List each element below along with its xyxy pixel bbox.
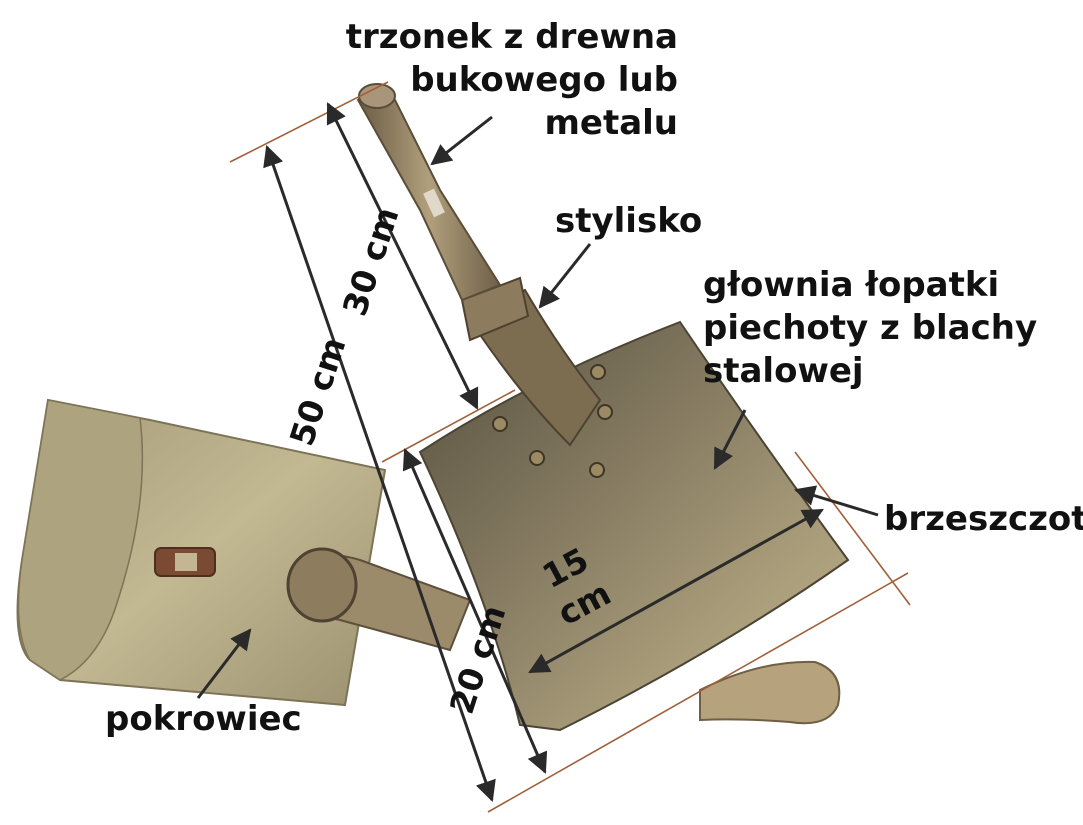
label-blade: głownia łopatki piechoty z blachy stalow… bbox=[703, 264, 1037, 393]
pointer-shaft bbox=[540, 244, 590, 307]
label-blade-line-2: piechoty z blachy bbox=[703, 307, 1037, 350]
label-blade-line-3: stalowej bbox=[703, 350, 1037, 393]
label-handle-material: trzonek z drewna bukowego lub metalu bbox=[346, 16, 678, 145]
rear-handle-grip bbox=[700, 662, 839, 723]
label-shaft: stylisko bbox=[555, 200, 702, 243]
label-blade-line-1: głownia łopatki bbox=[703, 264, 1037, 307]
label-handle-material-line-1: trzonek z drewna bbox=[346, 16, 678, 59]
label-cover: pokrowiec bbox=[105, 698, 302, 741]
label-edge: brzeszczot bbox=[884, 498, 1083, 541]
label-handle-material-line-3: metalu bbox=[346, 102, 678, 145]
label-handle-material-line-2: bukowego lub bbox=[346, 59, 678, 102]
